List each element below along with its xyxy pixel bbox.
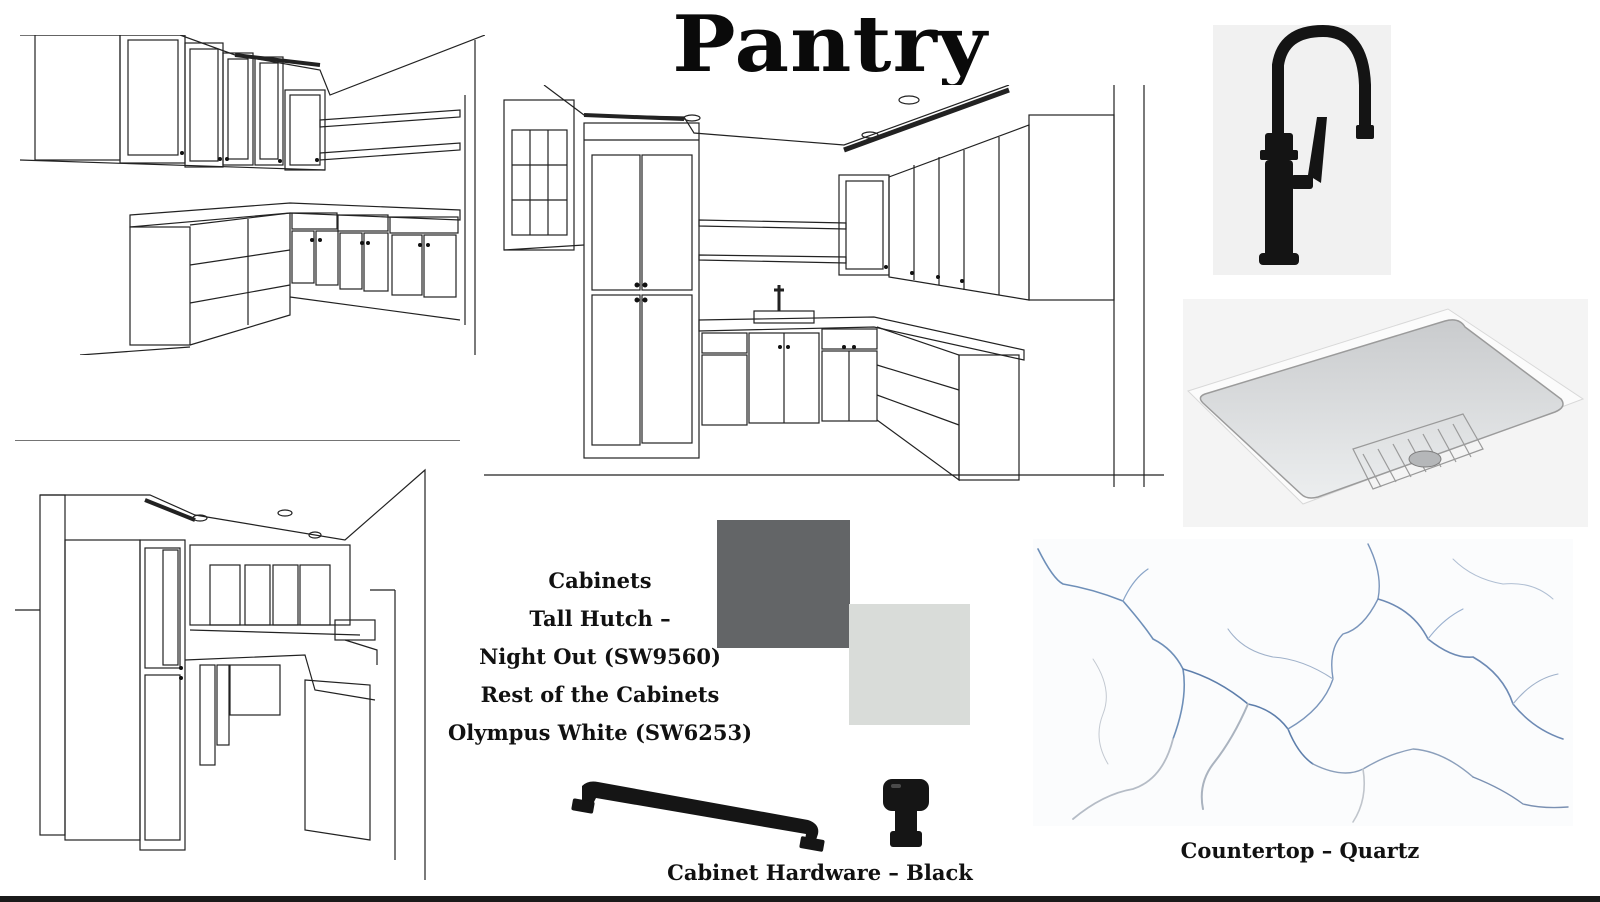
paint-line-rest-cabinets: Rest of the Cabinets [480, 682, 720, 707]
line-drawing-2 [484, 85, 1164, 487]
pull-handle-image [568, 776, 833, 856]
quartz-image [1033, 539, 1573, 826]
line-drawing-3 [15, 440, 460, 880]
knob-icon [883, 779, 929, 847]
faucet-image [1213, 24, 1391, 275]
hardware-caption: Cabinet Hardware – Black [667, 860, 973, 885]
knob-image [879, 775, 934, 849]
countertop-caption: Countertop – Quartz [1180, 838, 1420, 863]
sink-image [1183, 299, 1588, 527]
paint-line-tall-hutch: Tall Hutch – [529, 606, 671, 631]
pull-handle-icon [571, 781, 825, 852]
sink-icon [1187, 308, 1585, 505]
line-drawing-1 [20, 35, 485, 355]
faucet-icon [1259, 24, 1374, 265]
paint-line-cabinets: Cabinets [548, 568, 652, 593]
pantry-drawing-top-left [20, 35, 485, 355]
pantry-drawing-bottom-left [15, 440, 460, 880]
olympus-white-swatch [849, 604, 970, 725]
pantry-drawing-center [484, 85, 1164, 487]
page-title: Pantry [672, 0, 988, 90]
quartz-veins-icon [1037, 543, 1569, 823]
bottom-border [0, 896, 1600, 902]
night-out-swatch [717, 520, 850, 648]
paint-line-olympus-white: Olympus White (SW6253) [447, 720, 753, 745]
paint-caption: Cabinets Tall Hutch – Night Out (SW9560)… [440, 562, 760, 752]
paint-line-night-out: Night Out (SW9560) [479, 644, 721, 669]
